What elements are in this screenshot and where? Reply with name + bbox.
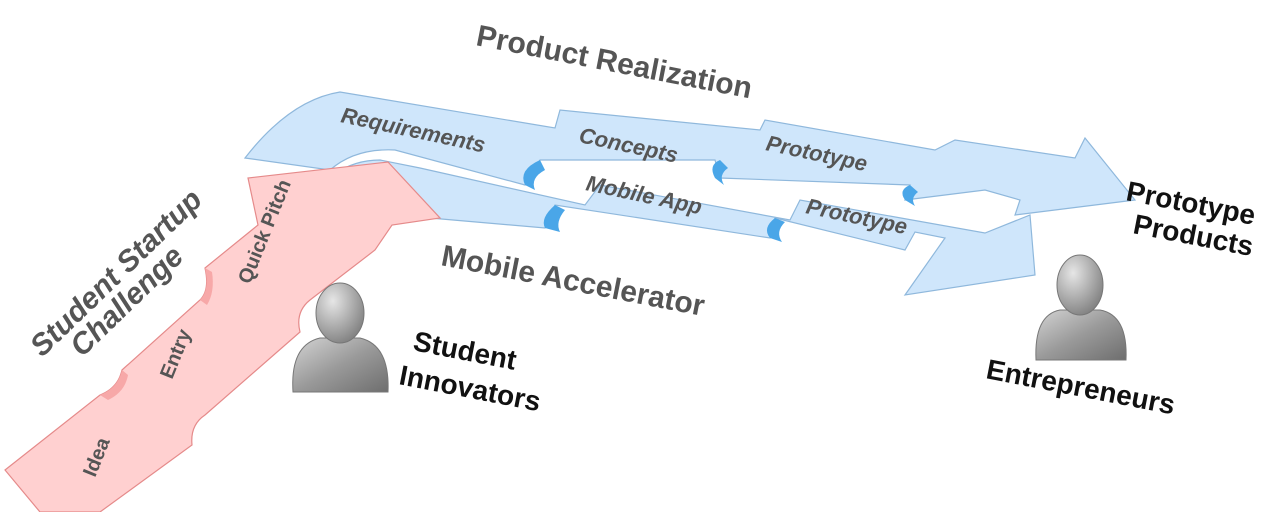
student-startup-ribbon	[4, 161, 442, 512]
student-innovators-label-line2: Innovators	[397, 359, 543, 417]
entrepreneurs-label: Entrepreneurs	[984, 353, 1178, 420]
product-realization-title: Product Realization	[474, 19, 755, 105]
entrepreneurs-person-icon	[1035, 254, 1127, 361]
product-realization-ribbon	[243, 91, 1137, 216]
mobile-accelerator-title: Mobile Accelerator	[439, 239, 708, 322]
student-innovators-person-icon	[292, 282, 389, 393]
